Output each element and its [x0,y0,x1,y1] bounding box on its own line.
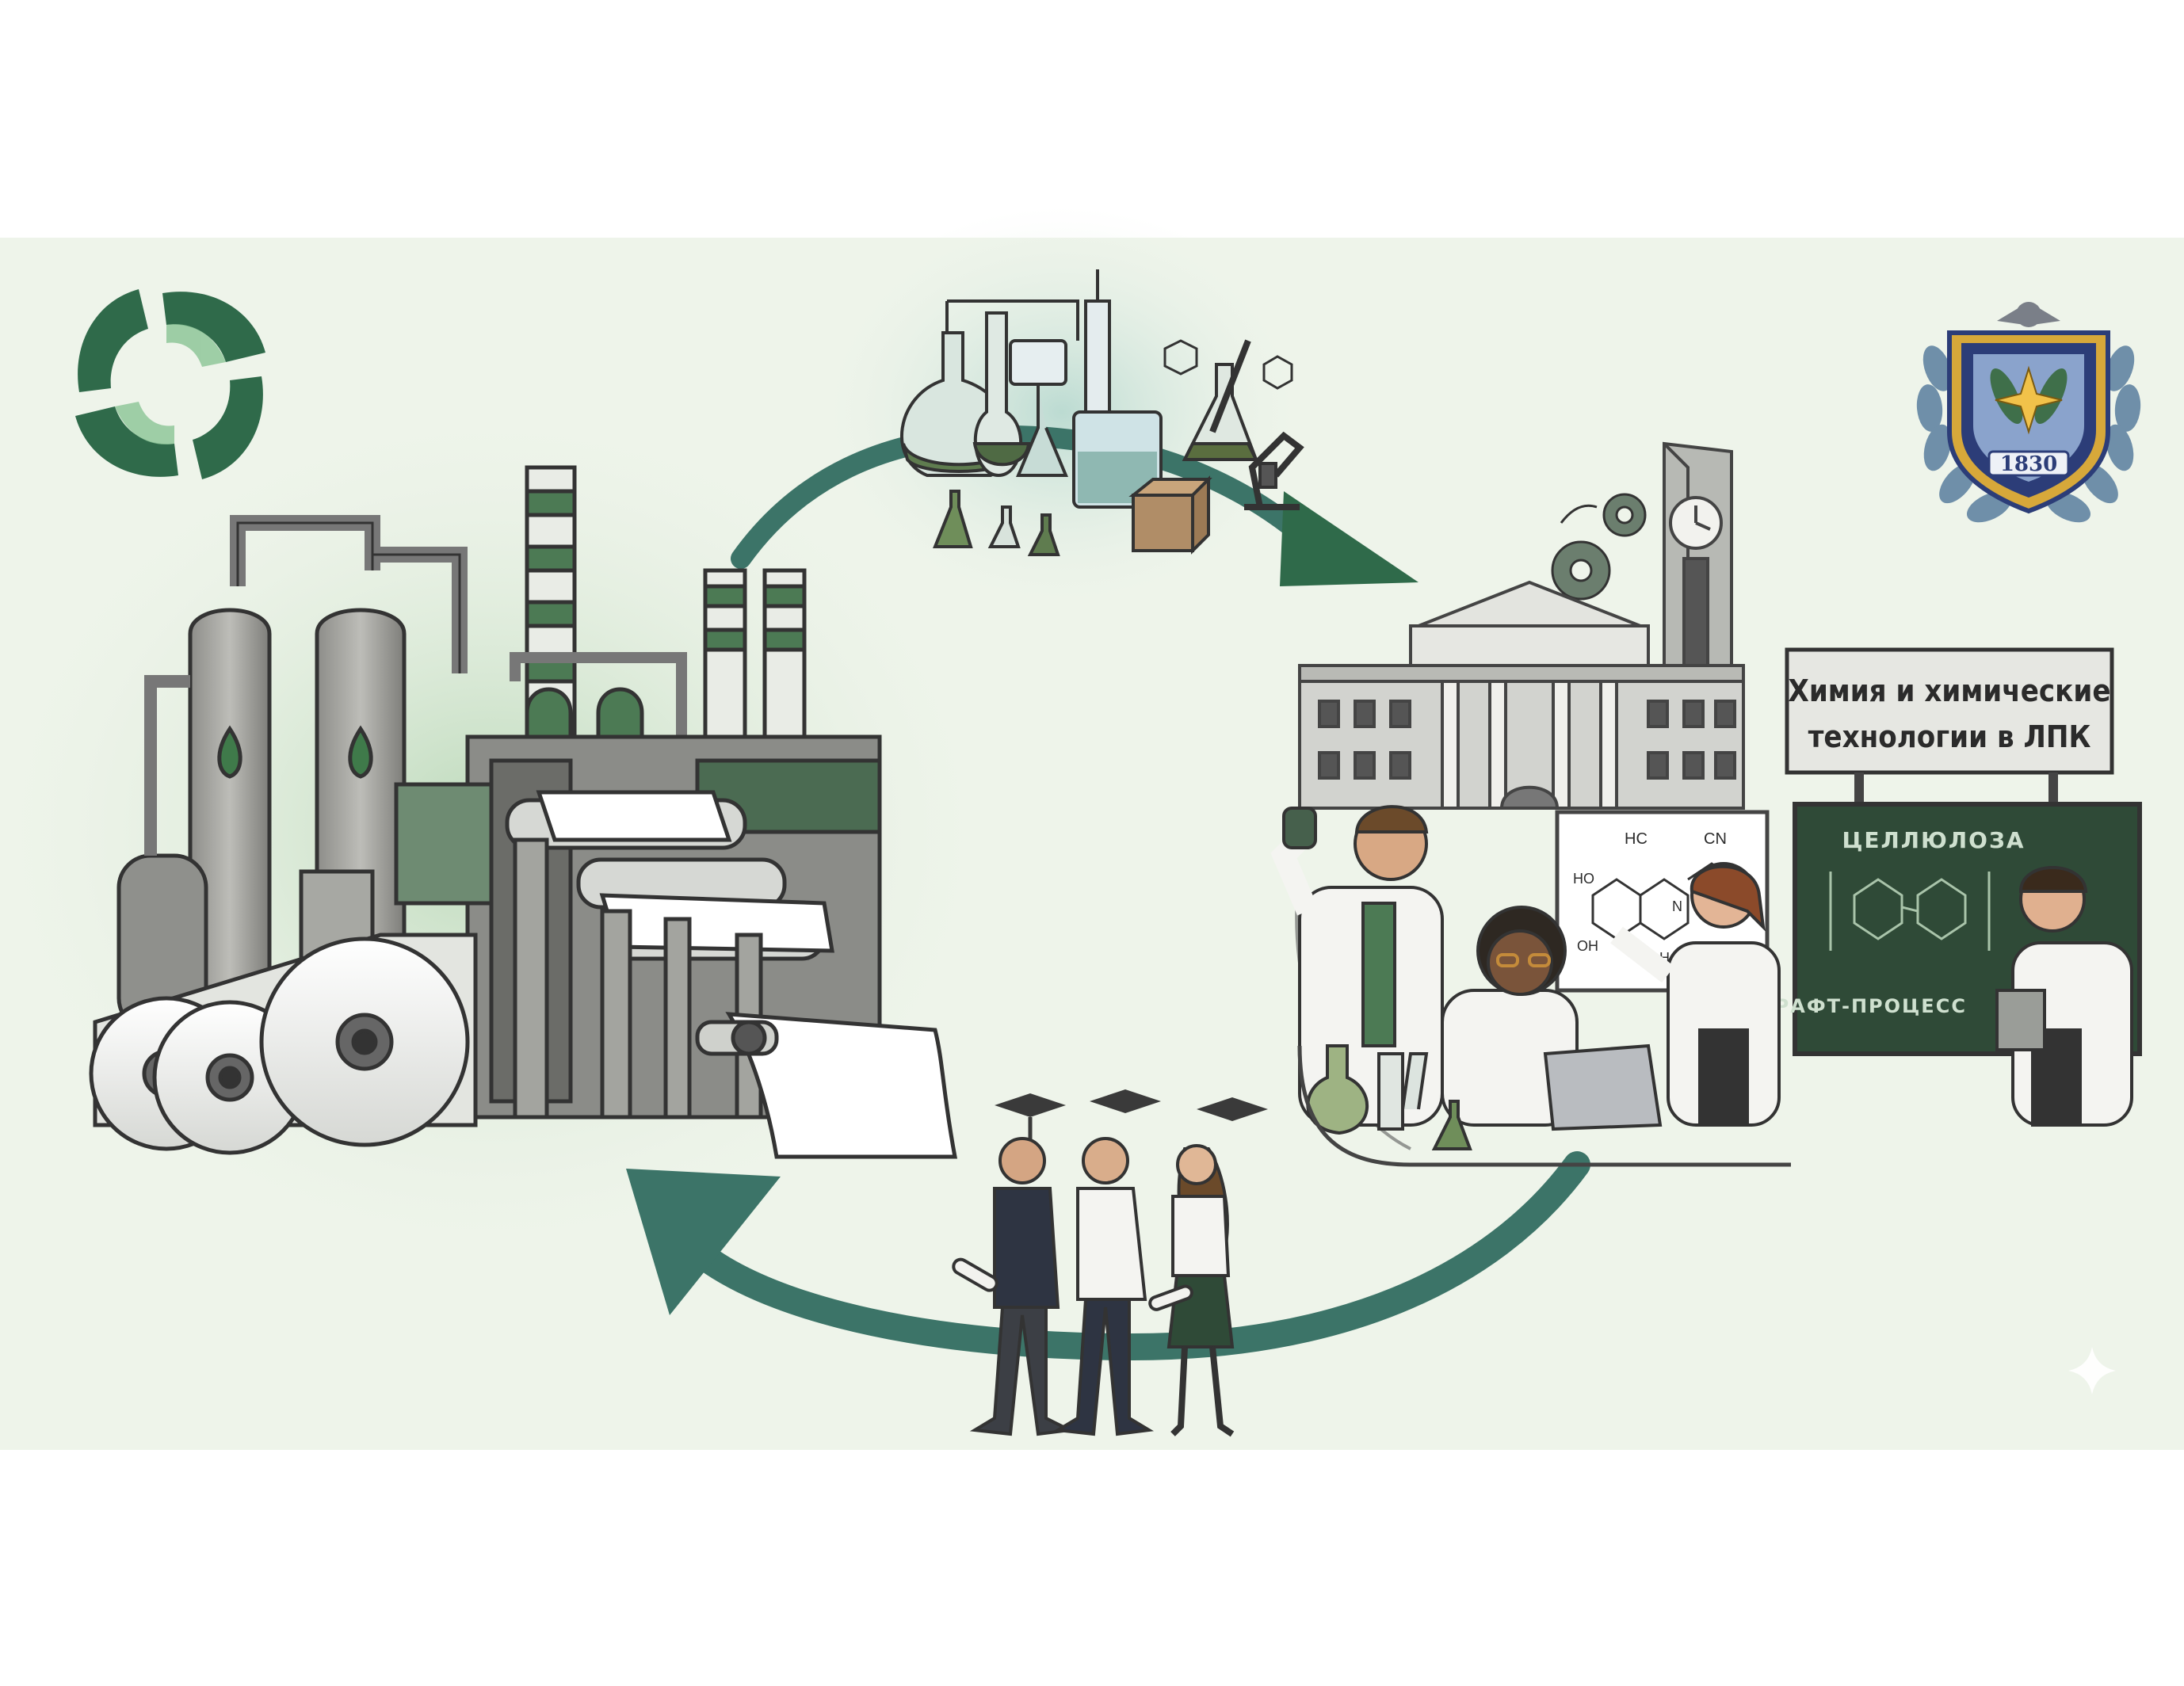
eco-cycle-logo-icon [75,289,265,479]
crest-year: 1830 [2000,452,2057,476]
graduate-1 [952,1137,1075,1436]
chalkboard-caption: КРАФТ-ПРОЦЕСС [1758,995,1967,1017]
graduate-2 [1052,1137,1154,1436]
wb-label-5: N [1672,898,1682,914]
wb-label-2: CN [1704,830,1727,848]
scientist-at-chalkboard [1995,866,2133,1127]
sign-line-1: Химия и химические [1788,673,2110,708]
scientist-at-whiteboard [1610,862,1781,1127]
lab-flasks-foreground [1306,1044,1472,1150]
sparkle-icon [2068,1347,2116,1394]
wb-label-3: HO [1573,871,1594,887]
lab-floor-line [1297,1045,1791,1167]
cycle-arrow-bottom [626,1151,1590,1361]
wb-label-4: OH [1577,938,1598,954]
paper-mill-factory [89,465,958,1159]
university-building [1298,441,1745,810]
wb-label-1: HC [1625,830,1648,848]
lab-equipment-cluster [900,269,1304,556]
university-crest-icon: 1830 [1916,302,2141,523]
graduate-3 [1148,1144,1235,1437]
scientist-at-laptop [1441,906,1663,1131]
department-sign: Химия и химические технологии в ЛПК [1785,647,2114,804]
graduation-caps [995,1089,1268,1141]
sign-line-2: технологии в ЛПК [1808,719,2091,754]
chalkboard-title: ЦЕЛЛЮЛОЗА [1842,827,2025,853]
